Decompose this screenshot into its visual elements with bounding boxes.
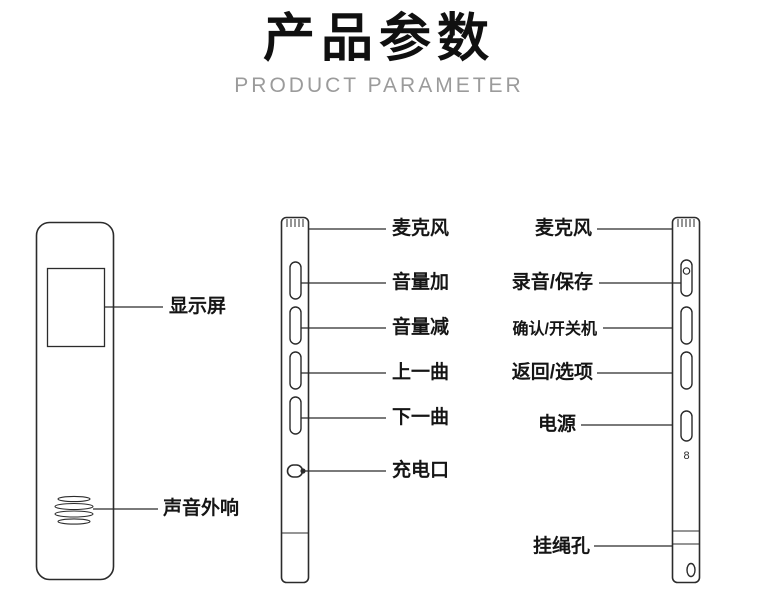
microphone-grille-icon	[677, 219, 695, 227]
label-confirm-power: 确认/开关机	[512, 321, 597, 338]
back-options-button	[680, 351, 693, 390]
front-view-device	[35, 221, 115, 581]
side-view-right-device: 8	[671, 216, 701, 584]
label-next-track: 下一曲	[392, 407, 450, 428]
record-slider-knob	[682, 267, 691, 275]
confirm-power-button	[680, 306, 693, 345]
label-back-options: 返回/选项	[511, 362, 593, 383]
side-view-left-device	[280, 216, 310, 584]
lanyard-hole	[686, 562, 696, 578]
display-screen	[46, 267, 106, 348]
label-microphone-left: 麦克风	[392, 218, 450, 239]
speaker-grille	[54, 495, 94, 525]
power-slider	[680, 410, 693, 442]
next-track-button	[289, 396, 302, 435]
marking-8: 8	[683, 450, 689, 462]
label-prev-track: 上一曲	[392, 362, 450, 383]
microphone-grille-icon	[286, 219, 304, 227]
connector-lines	[93, 228, 681, 547]
side-body	[280, 216, 310, 584]
label-record-save: 录音/保存	[511, 272, 593, 293]
record-slider	[680, 259, 693, 297]
label-volume-up: 音量加	[392, 272, 450, 293]
label-volume-down: 音量减	[392, 317, 450, 338]
label-lanyard-hole: 挂绳孔	[532, 536, 590, 557]
label-microphone-right: 麦克风	[534, 218, 592, 239]
label-display-screen: 显示屏	[169, 296, 227, 317]
label-charge-port: 充电口	[392, 460, 450, 481]
volume-down-button	[289, 306, 302, 345]
charge-port	[286, 464, 304, 478]
page-subtitle: PRODUCT PARAMETER	[234, 74, 524, 98]
label-power: 电源	[537, 414, 576, 435]
page-header: 产品参数 PRODUCT PARAMETER	[0, 8, 758, 98]
volume-up-button	[289, 261, 302, 300]
page-title: 产品参数	[262, 10, 495, 68]
prev-track-button	[289, 351, 302, 390]
label-speaker: 声音外响	[163, 498, 240, 519]
side-body	[671, 216, 701, 584]
front-body	[35, 221, 115, 581]
